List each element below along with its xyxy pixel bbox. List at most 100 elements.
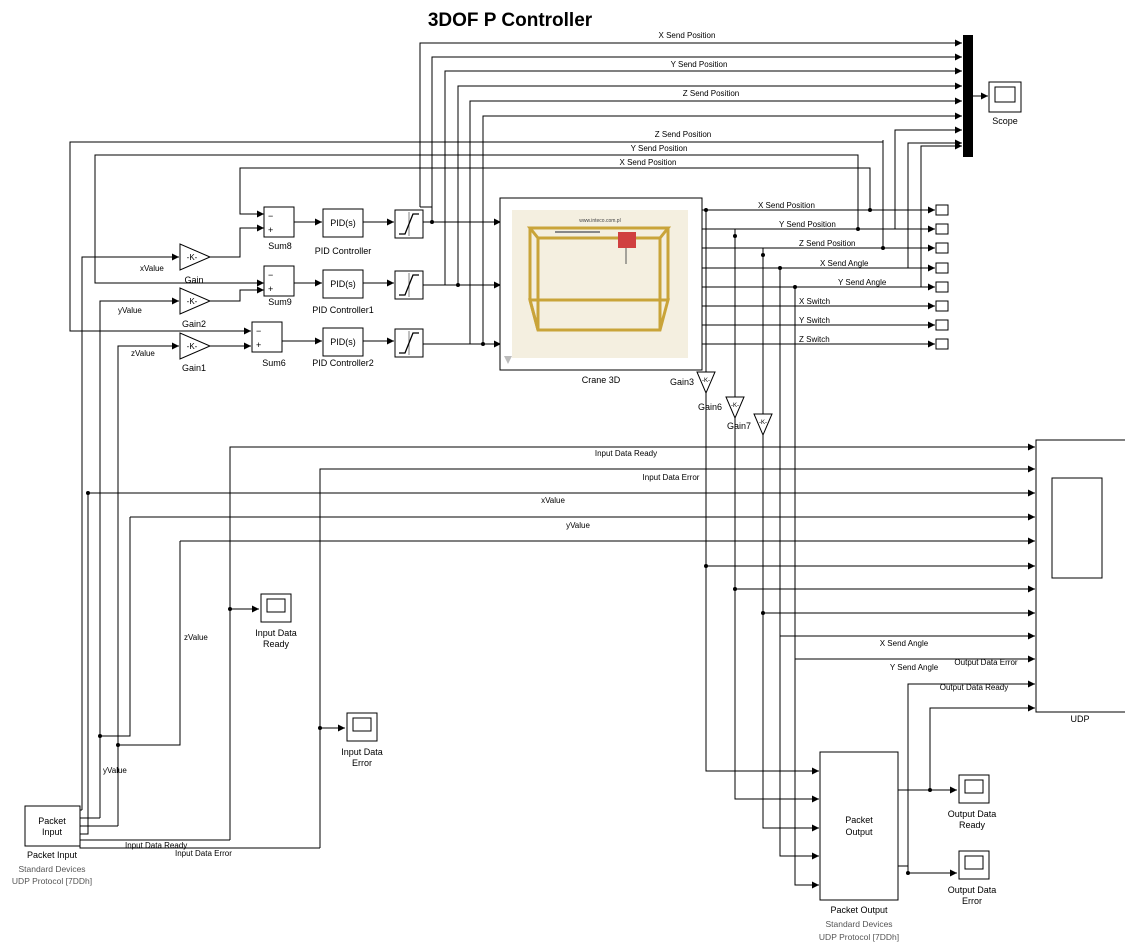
gain6-label: Gain6 — [698, 402, 722, 412]
pid-controller1-block[interactable]: PID(s) — [323, 270, 363, 298]
gain3-label: Gain3 — [670, 377, 694, 387]
sig-udp-input-data-ready: Input Data Ready — [595, 449, 657, 458]
sig-x-value: xValue — [140, 264, 164, 273]
sig-udp-input-data-error: Input Data Error — [643, 473, 700, 482]
sum9-block[interactable]: − + — [264, 266, 294, 296]
output-data-ready-scope[interactable] — [959, 775, 989, 803]
gain6-block[interactable]: -K- — [726, 397, 744, 418]
input-data-error-label-1: Input Data — [341, 747, 383, 757]
svg-text:+: + — [256, 340, 261, 350]
svg-text:-K-: -K- — [187, 342, 198, 351]
pid-controller1-label: PID Controller1 — [312, 305, 374, 315]
sum8-label: Sum8 — [268, 241, 292, 251]
packet-output-block[interactable]: Packet Output — [820, 752, 898, 900]
packet-output-input-wires — [706, 566, 819, 885]
sig-top-y-send: Y Send Position — [671, 60, 728, 69]
svg-text:−: − — [256, 326, 261, 336]
svg-text:-K-: -K- — [759, 420, 767, 426]
sum9-label: Sum9 — [268, 297, 292, 307]
sig-pi-input-data-error: Input Data Error — [175, 849, 232, 858]
svg-text:−: − — [268, 270, 273, 280]
input-data-ready-scope[interactable] — [261, 594, 291, 622]
sig-udp-y-value: yValue — [566, 521, 590, 530]
packet-input-sub1: Standard Devices — [18, 864, 85, 874]
gain2-block[interactable]: -K- — [180, 288, 210, 314]
sig-out-y-send-angle: Y Send Angle — [838, 278, 887, 287]
packet-input-label: Packet Input — [27, 850, 78, 860]
crane-3d-label: Crane 3D — [582, 375, 621, 385]
svg-text:-K-: -K- — [187, 297, 198, 306]
gain7-label: Gain7 — [727, 421, 751, 431]
sig-y-value: yValue — [118, 306, 142, 315]
svg-text:-K-: -K- — [187, 253, 198, 262]
sig-out-x-send-angle: X Send Angle — [820, 259, 869, 268]
packet-output-label: Packet Output — [830, 905, 888, 915]
input-data-ready-label-1: Input Data — [255, 628, 297, 638]
packet-input-block[interactable]: Packet Input — [25, 806, 80, 846]
saturation-block-3[interactable] — [395, 329, 423, 357]
scope-label: Scope — [992, 116, 1018, 126]
input-data-error-label-2: Error — [352, 758, 372, 768]
svg-text:Packet: Packet — [845, 815, 873, 825]
pid-controller-label: PID Controller — [315, 246, 372, 256]
gain7-block[interactable]: -K- — [754, 414, 772, 435]
sig-out-y-send-pos: Y Send Position — [779, 220, 836, 229]
sig-out-x-send-pos: X Send Position — [758, 201, 815, 210]
diagram-title: 3DOF P Controller — [428, 10, 593, 31]
output-data-error-label-2: Error — [962, 896, 982, 906]
svg-text:-K-: -K- — [731, 403, 739, 409]
mux-block[interactable] — [963, 35, 973, 157]
gain-label: Gain — [184, 275, 203, 285]
sig-top-z-send: Z Send Position — [683, 89, 739, 98]
svg-text:+: + — [268, 225, 273, 235]
svg-text:PID(s): PID(s) — [330, 218, 356, 228]
saturation-block-2[interactable] — [395, 271, 423, 299]
svg-text:www.inteco.com.pl: www.inteco.com.pl — [579, 218, 620, 224]
sum6-label: Sum6 — [262, 358, 286, 368]
input-data-error-scope[interactable] — [347, 713, 377, 741]
output-data-ready-label-2: Ready — [959, 820, 986, 830]
sig-out-x-switch: X Switch — [799, 297, 830, 306]
value-vertical-wires — [100, 517, 180, 745]
svg-text:PID(s): PID(s) — [330, 279, 356, 289]
packet-input-output-wires — [80, 493, 320, 848]
packet-output-sub2: UDP Protocol [7DDh] — [819, 932, 899, 942]
gain3-block[interactable]: -K- — [697, 372, 715, 393]
scope-block[interactable] — [989, 82, 1021, 112]
saturation-block-1[interactable] — [395, 210, 423, 238]
output-data-error-scope[interactable] — [959, 851, 989, 879]
crane-3d-block[interactable]: www.inteco.com.pl — [500, 198, 702, 370]
sig-out-z-send-pos: Z Send Position — [799, 239, 855, 248]
sig-fb-x-send: X Send Position — [620, 158, 677, 167]
sig-out-z-switch: Z Switch — [799, 335, 830, 344]
sum6-block[interactable]: − + — [252, 322, 282, 352]
gain1-label: Gain1 — [182, 363, 206, 373]
pid-controller-block[interactable]: PID(s) — [323, 209, 363, 237]
gain1-block[interactable]: -K- — [180, 333, 210, 359]
sig-udp-output-data-error: Output Data Error — [954, 658, 1017, 667]
svg-text:+: + — [268, 284, 273, 294]
packet-input-sub2: UDP Protocol [7DDh] — [12, 876, 92, 886]
output-data-error-label-1: Output Data — [948, 885, 997, 895]
sum8-block[interactable]: − + — [264, 207, 294, 237]
packet-output-sub1: Standard Devices — [825, 919, 892, 929]
svg-text:−: − — [268, 211, 273, 221]
sig-y-value-vertical: yValue — [103, 766, 127, 775]
svg-text:Output: Output — [845, 827, 873, 837]
crane-output-terminators[interactable] — [936, 205, 948, 349]
svg-text:-K-: -K- — [702, 378, 710, 384]
output-data-ready-label-1: Output Data — [948, 809, 997, 819]
sig-udp-output-data-ready: Output Data Ready — [940, 683, 1008, 692]
gain-block[interactable]: -K- — [180, 244, 210, 270]
udp-label: UDP — [1070, 714, 1089, 724]
svg-text:Input: Input — [42, 827, 63, 837]
pid-controller2-block[interactable]: PID(s) — [323, 328, 363, 356]
sig-z-value: zValue — [131, 349, 155, 358]
sig-udp-y-send-angle: Y Send Angle — [890, 663, 939, 672]
sig-udp-x-value: xValue — [541, 496, 565, 505]
gain3-6-7-wires — [706, 210, 763, 414]
svg-text:PID(s): PID(s) — [330, 337, 356, 347]
udp-block[interactable] — [1036, 440, 1125, 712]
sig-udp-x-send-angle: X Send Angle — [880, 639, 929, 648]
